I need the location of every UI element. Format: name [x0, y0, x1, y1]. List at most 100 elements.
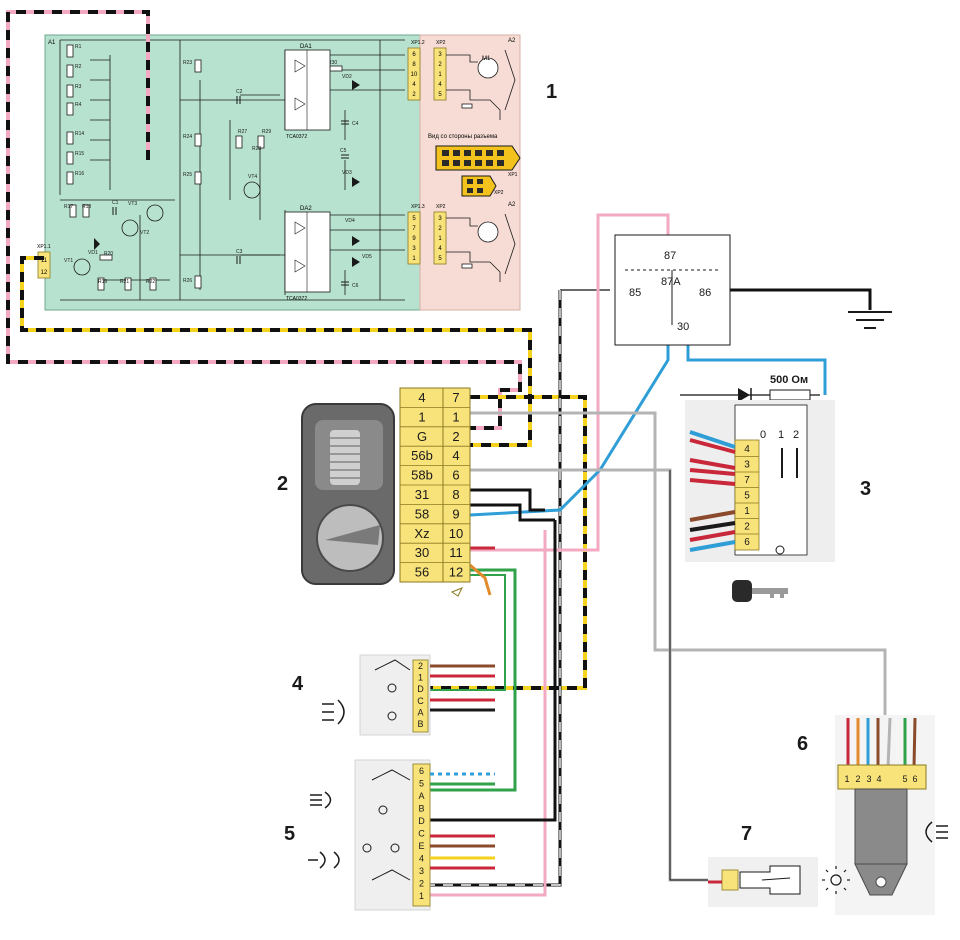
chip-da1-label: DA1 — [300, 44, 312, 50]
svg-text:R1: R1 — [75, 44, 82, 50]
svg-text:5: 5 — [438, 256, 442, 262]
capacitors — [112, 96, 349, 286]
svg-text:XP1.3: XP1.3 — [411, 204, 425, 210]
switch-pin-number: 2 — [452, 429, 459, 444]
svg-text:R2: R2 — [75, 64, 82, 70]
svg-text:3: 3 — [412, 246, 416, 252]
board-traces — [59, 39, 405, 301]
headlight-pin: 6 — [419, 766, 424, 776]
svg-text:R24: R24 — [183, 134, 192, 140]
svg-text:VT4: VT4 — [248, 174, 257, 180]
svg-text:R27: R27 — [238, 129, 247, 135]
svg-text:12: 12 — [41, 270, 48, 276]
switch-pin-label-left: G — [417, 429, 427, 444]
ignition-pin: 2 — [744, 522, 750, 533]
resistor-value-label: 500 Ом — [770, 374, 808, 386]
sensor-pin: 4 — [876, 774, 881, 784]
svg-text:R19: R19 — [98, 279, 107, 285]
ignition-pin: 5 — [744, 491, 750, 502]
transistors — [73, 181, 261, 276]
headlamp-icon — [308, 791, 340, 869]
diode-labels: VD1 VD2 VD3 VD4 VD5 — [88, 74, 372, 260]
svg-text:2: 2 — [412, 92, 416, 98]
callout-1: 1 — [546, 81, 557, 103]
svg-text:R20: R20 — [104, 251, 113, 257]
headlight-pin: E — [418, 841, 424, 851]
ignition-pin: 7 — [744, 475, 750, 486]
motor-assemblies — [446, 49, 516, 282]
capacitor-labels: C1 C2 C3 C4 C5 C6 — [112, 89, 359, 289]
svg-text:R22: R22 — [146, 279, 155, 285]
headlight-pin: 4 — [419, 854, 424, 864]
headlight-pin: 5 — [419, 779, 424, 789]
ignition-position-0: 0 — [760, 429, 766, 441]
headlight-pin: D — [418, 816, 425, 826]
xp1-connector-view: XP1 — [435, 145, 521, 178]
svg-text:R16: R16 — [75, 171, 84, 177]
svg-text:C5: C5 — [340, 148, 347, 154]
board-label-a2-bottom: A2 — [508, 202, 516, 208]
ignition-pin: 4 — [744, 444, 750, 455]
svg-text:C1: C1 — [112, 200, 119, 206]
svg-text:R15: R15 — [75, 151, 84, 157]
xp2-connector-view: XP2 — [461, 175, 504, 197]
switch-pin-label-left: 56b — [411, 448, 433, 463]
relay: 87 87A 85 86 30 — [614, 234, 731, 346]
svg-text:R30: R30 — [328, 60, 337, 66]
ground-tag-icon — [450, 587, 464, 597]
svg-text:C3: C3 — [236, 249, 243, 255]
svg-text:R25: R25 — [183, 172, 192, 178]
callout-6: 6 — [797, 733, 808, 755]
motor-label: M1 — [482, 56, 491, 62]
svg-text:4: 4 — [438, 82, 442, 88]
diodes — [94, 80, 360, 267]
svg-text:VD4: VD4 — [345, 218, 355, 224]
switch-pin-number: 12 — [449, 565, 463, 580]
svg-text:VD5: VD5 — [362, 254, 372, 260]
svg-text:XP2: XP2 — [436, 204, 446, 210]
switch-pin-number: 9 — [452, 506, 459, 521]
svg-text:R26: R26 — [183, 278, 192, 284]
svg-text:VD3: VD3 — [342, 170, 352, 176]
sensor-pin: 2 — [855, 774, 860, 784]
svg-text:4: 4 — [412, 82, 416, 88]
svg-text:5: 5 — [438, 92, 442, 98]
svg-text:XP2: XP2 — [494, 190, 504, 196]
switch-pin-label-left: 58 — [415, 506, 429, 521]
svg-text:R3: R3 — [75, 84, 82, 90]
headlight-pin: C — [418, 829, 425, 839]
svg-text:VT2: VT2 — [140, 230, 149, 236]
callout-4: 4 — [292, 673, 304, 695]
fog-pin: C — [417, 696, 424, 706]
relay-terminal-30: 30 — [677, 321, 689, 333]
callout-7: 7 — [741, 823, 752, 845]
chip-da2: DA2 TCA0372 — [284, 206, 331, 302]
ignition-pin: 1 — [744, 506, 750, 517]
board-label-a1: A1 — [48, 40, 56, 46]
sensor-pin: 3 — [866, 774, 871, 784]
switch-pin-label-left: 31 — [415, 487, 429, 502]
svg-text:1: 1 — [412, 256, 416, 262]
svg-text:XP1: XP1 — [508, 172, 518, 178]
headlight-pin: 1 — [419, 891, 424, 901]
svg-text:VD2: VD2 — [342, 74, 352, 80]
diode-resistor: 500 Ом — [738, 374, 811, 402]
svg-text:3: 3 — [438, 216, 442, 222]
svg-text:R18: R18 — [82, 204, 91, 210]
reverse-switch — [708, 857, 818, 907]
svg-text:9: 9 — [412, 236, 416, 242]
ignition-pin: 6 — [744, 537, 750, 548]
board-label-a2-top: A2 — [508, 38, 516, 44]
svg-text:6: 6 — [412, 52, 416, 58]
headlight-pin: 2 — [419, 879, 424, 889]
svg-text:VT1: VT1 — [64, 258, 73, 264]
switch-pin-number: 8 — [452, 487, 459, 502]
callout-3: 3 — [860, 478, 871, 500]
svg-text:1: 1 — [438, 72, 442, 78]
rear-fog-icon — [925, 821, 948, 843]
svg-text:R28: R28 — [252, 146, 261, 152]
svg-text:XP1.1: XP1.1 — [37, 244, 51, 250]
